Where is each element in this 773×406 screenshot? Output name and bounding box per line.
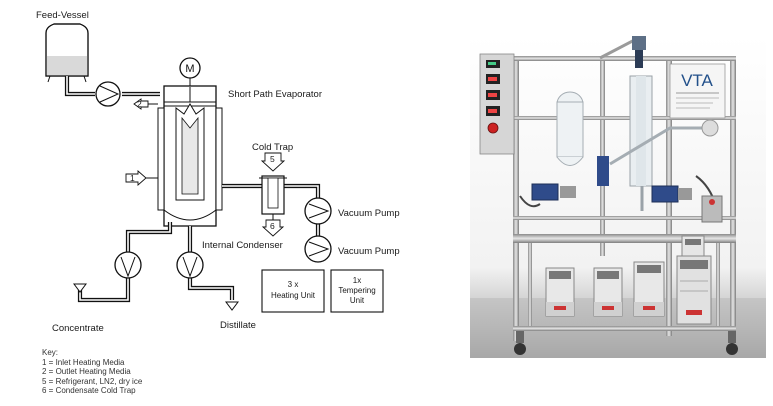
concentrate-label: Concentrate [52,323,104,334]
concentrate-line [73,222,173,303]
vacuum-pump-1-label: Vacuum Pump [338,208,400,219]
vta-logo: VTA [681,71,713,90]
tempering-unit-line-1: 1x [353,276,361,285]
port-2-outlet: 2 [133,98,158,110]
vacuum-pump-2-label: Vacuum Pump [338,246,400,257]
heating-unit-line-2: Heating Unit [271,291,316,300]
equipment-photo: VTA [470,36,766,358]
key-item-5: 5 = Refrigerant, LN2, dry ice [42,376,143,386]
port-6-label: 6 [270,221,275,231]
internal-condenser-label: Internal Condenser [202,240,283,251]
heating-unit-line-1: 3 x [288,280,299,289]
key-item-1: 1 = Inlet Heating Media [42,357,125,367]
short-path-evaporator [157,85,223,227]
evaporator-label: Short Path Evaporator [228,89,322,100]
distillate-label: Distillate [220,320,256,331]
port-5-label: 5 [270,154,275,164]
key-legend: Key: 1 = Inlet Heating Media 2 = Outlet … [42,348,142,396]
cold-trap-label: Cold Trap [252,142,293,153]
motor: M [179,57,201,87]
tempering-unit-line-2: Tempering [338,286,375,295]
port-1-label: 1 [130,173,135,183]
feed-vessel-label: Feed-Vessel [36,10,89,21]
motor-symbol: M [185,63,194,75]
feed-pump [95,81,121,107]
port-2-label: 2 [137,99,142,109]
key-title: Key: [42,348,59,357]
tempering-unit-line-3: Unit [350,296,365,305]
concentrate-pump [114,251,142,279]
process-schematic: Feed-Vessel M Short Path Evaporator [36,10,400,334]
cold-trap: 5 6 [259,152,287,237]
tempering-unit-box: 1x Tempering Unit [330,269,384,313]
distillate-pump [176,251,204,279]
port-1-inlet: 1 [125,170,158,186]
vacuum-pump-1 [304,197,332,225]
distillate-line [187,226,239,311]
heating-unit-box: 3 x Heating Unit [261,269,325,313]
vacuum-pump-2 [304,235,332,263]
key-item-2: 2 = Outlet Heating Media [42,367,131,377]
feed-pipe [64,76,160,97]
feed-vessel [45,23,89,83]
key-item-6: 6 = Condensate Cold Trap [42,386,136,396]
